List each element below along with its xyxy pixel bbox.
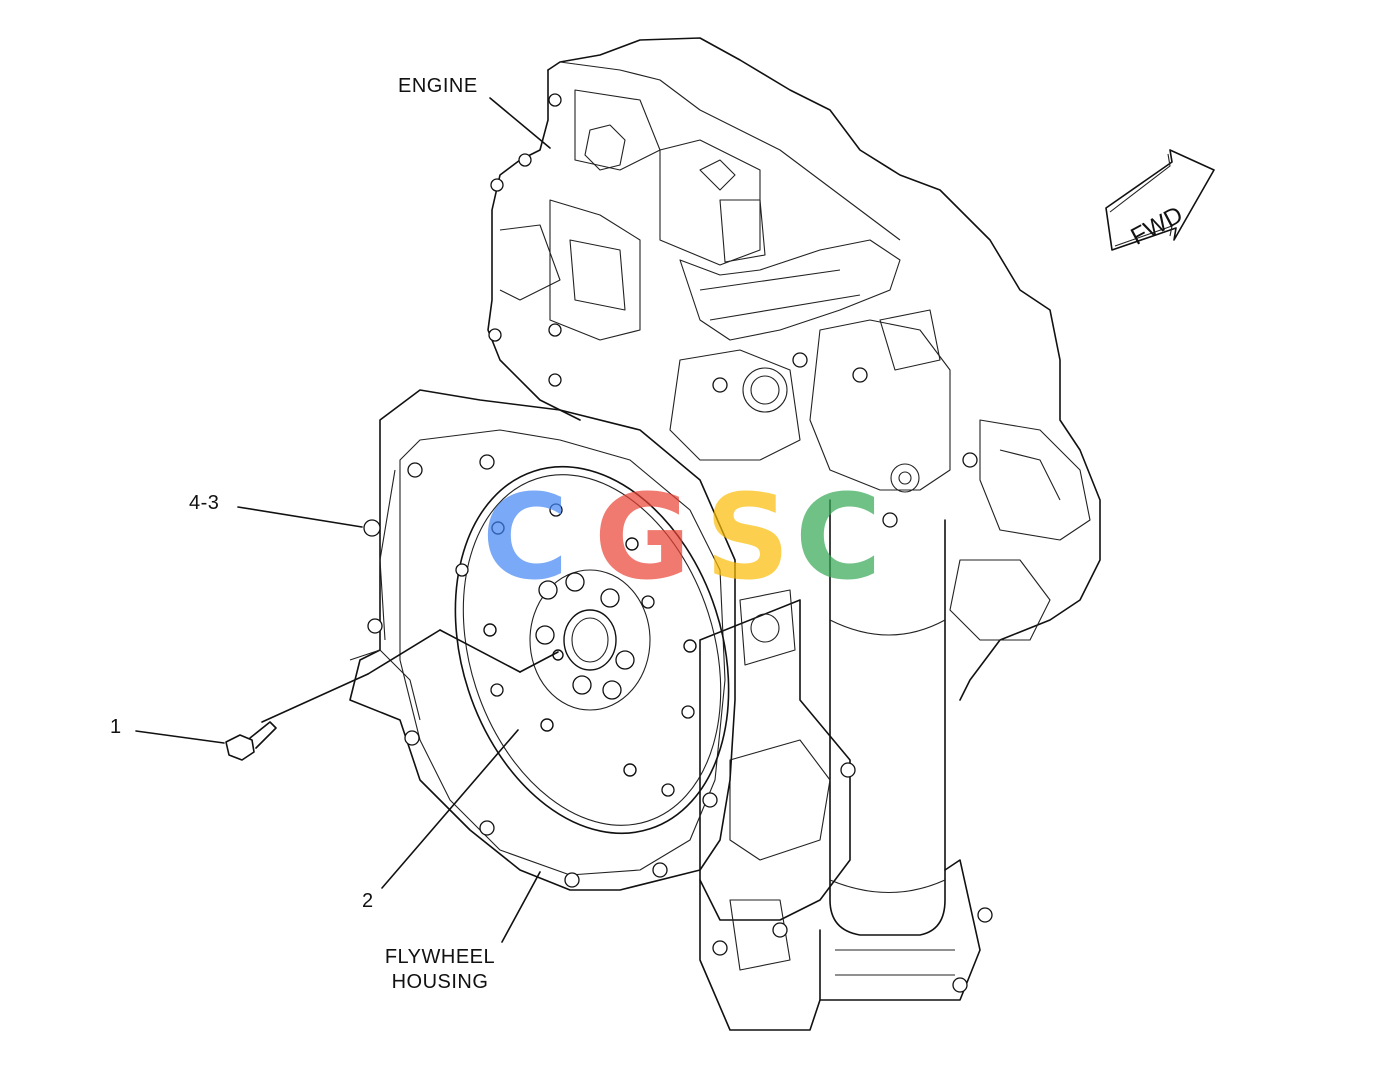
- label-item-1: 1: [110, 716, 122, 738]
- watermark-letter-2: G: [594, 468, 691, 606]
- bolt-item-1: [225, 721, 277, 761]
- label-flywheel-housing-line2: HOUSING: [391, 971, 489, 993]
- watermark-letter-4: C: [795, 468, 882, 606]
- fwd-arrow-icon: FWD: [1105, 149, 1215, 251]
- flywheel: [454, 465, 730, 835]
- leader-lines: [135, 97, 559, 943]
- exhaust-tube: [819, 499, 993, 1001]
- fwd-label: FWD: [1126, 201, 1187, 250]
- label-item-2: 2: [362, 890, 374, 912]
- watermark-logo: C G S C: [482, 468, 882, 606]
- lower-block: [699, 589, 856, 1031]
- label-item-4-3: 4-3: [189, 492, 220, 514]
- label-engine: ENGINE: [398, 75, 478, 97]
- label-flywheel-housing-line1: FLYWHEEL: [384, 946, 496, 968]
- watermark-letter-1: C: [482, 468, 569, 606]
- engine-block: [487, 37, 1101, 701]
- watermark-letter-3: S: [705, 468, 790, 606]
- flywheel-housing: [349, 389, 736, 891]
